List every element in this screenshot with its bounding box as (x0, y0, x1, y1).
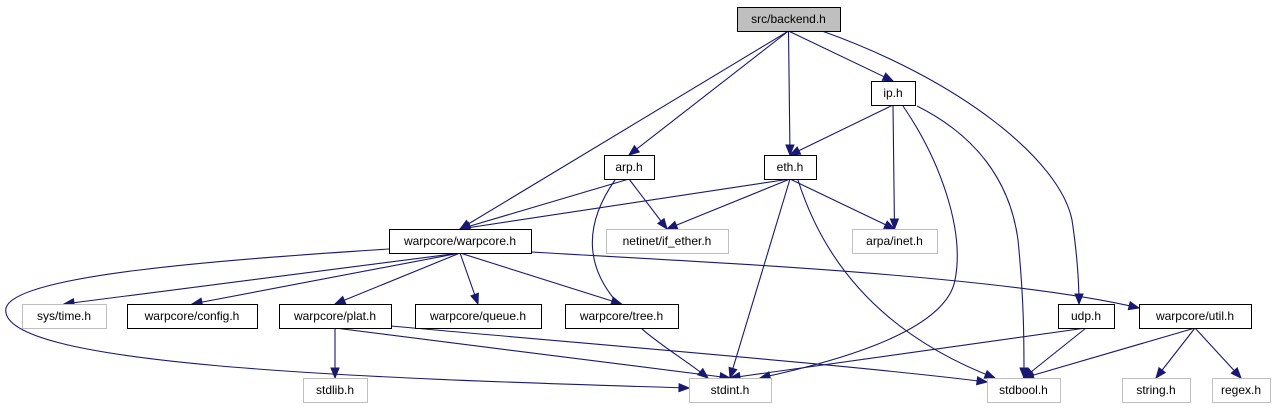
node-box (1139, 304, 1252, 329)
node-box (127, 304, 258, 329)
node-tree[interactable]: warpcore/tree.h (565, 304, 679, 329)
edge-arp-to-if_ether (628, 178, 668, 231)
edge-eth-to-stdbool (797, 179, 997, 379)
node-udp[interactable]: udp.h (1058, 304, 1115, 329)
node-regex: regex.h (1212, 378, 1271, 403)
node-label: string.h (1136, 383, 1175, 397)
node-label: stdbool.h (999, 383, 1048, 397)
edge-warpcore-to-queue (459, 252, 479, 306)
node-box (987, 378, 1061, 403)
node-stdlib: stdlib.h (303, 378, 368, 403)
edge-ip-to-eth (788, 104, 894, 156)
node-label: arpa/inet.h (866, 234, 923, 248)
edge-eth-to-if_ether (665, 178, 791, 230)
edge-backend-to-ip (788, 30, 895, 82)
node-label: warpcore/queue.h (429, 309, 526, 323)
node-box (22, 304, 107, 329)
edge-eth-to-warpcore (458, 178, 791, 233)
edge-util-to-stdbool (1022, 327, 1196, 380)
node-box (852, 229, 938, 254)
node-stdbool: stdbool.h (987, 378, 1061, 403)
node-label: warpcore/plat.h (293, 309, 376, 323)
node-box (1122, 378, 1191, 403)
node-systime: sys/time.h (22, 304, 107, 329)
edge-ip-to-inet (889, 104, 900, 231)
node-label: warpcore/tree.h (579, 309, 663, 323)
node-label: warpcore/warpcore.h (403, 234, 516, 248)
node-label: eth.h (777, 160, 804, 174)
node-label: sys/time.h (37, 309, 91, 323)
nodes-layer: src/backend.h ip.h arp.h eth.h warpcore/warp… (22, 7, 1271, 403)
edge-backend-to-eth (785, 30, 795, 157)
edge-arp-to-warpcore (458, 178, 630, 231)
node-string: string.h (1122, 378, 1191, 403)
node-box (565, 304, 679, 329)
node-box (303, 378, 368, 403)
edge-plat-to-stdlib (330, 328, 340, 380)
node-stdint: stdint.h (689, 378, 772, 403)
edges-layer (5, 30, 1242, 393)
node-box (689, 378, 772, 403)
node-label: regex.h (1221, 383, 1261, 397)
edge-warpcore-to-systime (62, 252, 461, 308)
node-util[interactable]: warpcore/util.h (1139, 304, 1252, 329)
node-box (1058, 304, 1115, 329)
node-inet: arpa/inet.h (852, 229, 938, 254)
node-label: stdint.h (711, 383, 750, 397)
node-box (604, 155, 655, 180)
edge-backend-to-udp (821, 30, 1084, 306)
edge-warpcore-to-tree (459, 252, 623, 306)
node-box (764, 155, 817, 180)
node-label: warpcore/config.h (144, 309, 240, 323)
node-arp[interactable]: arp.h (604, 155, 655, 180)
node-box (871, 81, 916, 106)
edge-plat-to-stdbool (390, 325, 989, 386)
node-box (1212, 378, 1271, 403)
edge-plat-to-stdint (334, 327, 732, 382)
node-queue[interactable]: warpcore/queue.h (415, 304, 542, 329)
node-label: stdlib.h (316, 383, 354, 397)
node-label: ip.h (883, 86, 902, 100)
node-box (737, 7, 841, 32)
node-box (389, 229, 532, 254)
node-label: netinet/if_ether.h (623, 234, 712, 248)
edge-warpcore-to-util (530, 251, 1141, 311)
edge-arp-to-stdint (591, 179, 710, 379)
node-label: src/backend.h (751, 12, 826, 26)
node-box (415, 304, 542, 329)
edge-util-to-regex (1194, 327, 1242, 379)
node-label: arp.h (615, 160, 642, 174)
node-config[interactable]: warpcore/config.h (127, 304, 258, 329)
node-if_ether: netinet/if_ether.h (606, 229, 729, 254)
edge-warpcore-to-plat (333, 252, 461, 305)
node-label: warpcore/util.h (1155, 309, 1234, 323)
node-label: udp.h (1071, 309, 1101, 323)
node-ip[interactable]: ip.h (871, 81, 916, 106)
edge-eth-to-stdint (728, 178, 791, 380)
node-box (606, 229, 729, 254)
edge-eth-to-inet (789, 178, 896, 230)
node-warpcore[interactable]: warpcore/warpcore.h (389, 229, 532, 254)
edge-warpcore-to-stdint (5, 248, 691, 393)
edge-backend-to-arp (627, 30, 789, 156)
node-backend[interactable]: src/backend.h (737, 7, 841, 32)
node-eth[interactable]: eth.h (764, 155, 817, 180)
edge-util-to-string (1155, 327, 1196, 380)
node-box (279, 304, 392, 329)
node-plat[interactable]: warpcore/plat.h (279, 304, 392, 329)
